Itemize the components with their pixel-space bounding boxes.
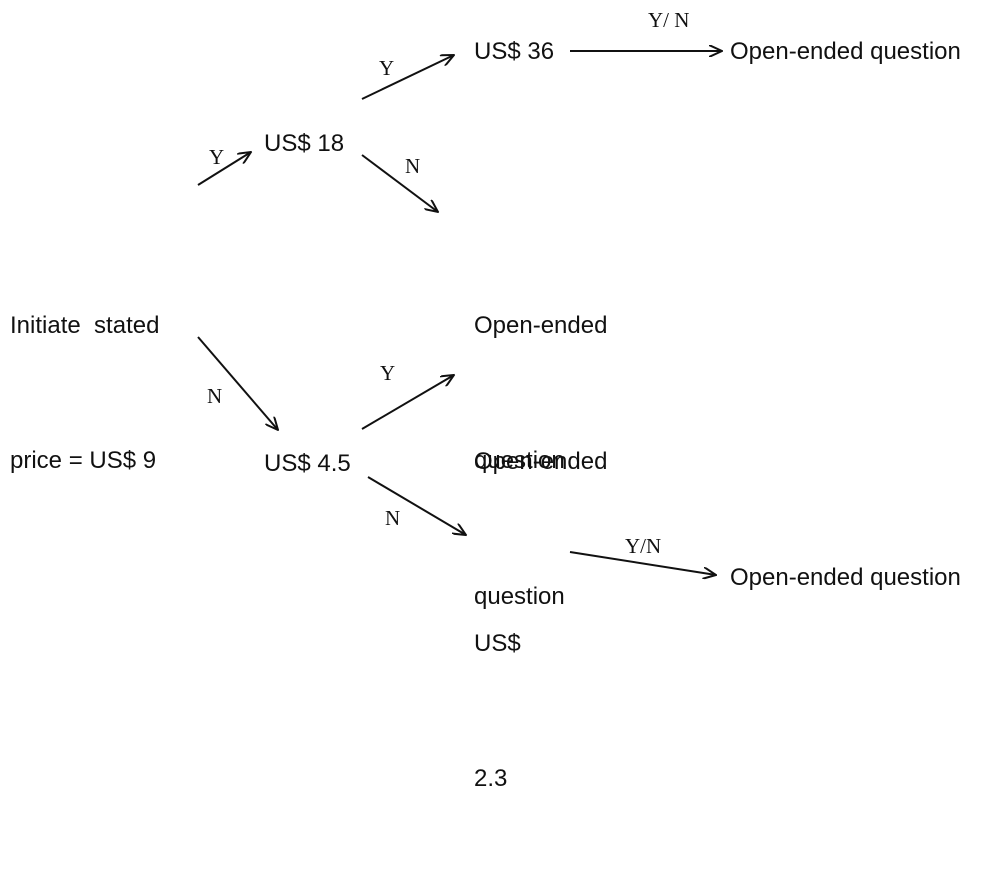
node-us36: US$ 36 (474, 38, 555, 65)
edge-label-low-to-open: Y (380, 361, 396, 385)
arrow-low-to-lower (367, 476, 466, 535)
node-us2-3-line-2: 2.3 (474, 765, 508, 792)
node-open-ended-high-no-line-2: question (474, 447, 565, 474)
node-open-ended-high-no-line-1: Open-ended (474, 312, 608, 339)
arrow-lower-to-open (569, 551, 716, 575)
arrow-initial-to-high (197, 152, 251, 186)
arrow-initial-to-low (197, 336, 278, 430)
node-open-ended-bottom: Open-ended question (730, 564, 961, 591)
node-initial-price: Initiate stated price = US$ 9 (10, 213, 159, 573)
edge-label-lower-to-open: Y/N (625, 534, 662, 558)
edge-label-higher-to-open: Y/ N (648, 8, 690, 32)
edge-label-initial-to-high: Y (209, 145, 225, 169)
node-initial-line-1: Initiate stated (10, 312, 160, 339)
node-open-ended-low-yes-line-2: question (474, 583, 565, 610)
edge-label-high-to-higher: Y (379, 56, 395, 80)
node-open-ended-top: Open-ended question (730, 38, 961, 65)
node-open-ended-low-yes-line-1: Open-ended (474, 448, 608, 475)
edge-label-high-to-open: N (405, 154, 421, 178)
arrow-high-to-open (361, 154, 438, 212)
arrow-low-to-open (361, 375, 454, 430)
node-us18: US$ 18 (264, 130, 345, 157)
node-us2-3: US$ 2.3 (474, 531, 521, 891)
arrows-layer (197, 0, 1000, 632)
node-us2-3-line-1: US$ (474, 630, 521, 657)
node-initial-line-2: price = US$ 9 (10, 447, 157, 474)
node-open-ended-high-no: Open-ended question (474, 213, 607, 573)
flow-diagram: Initiate stated price = US$ 9 US$ 18 US$… (10, 0, 1000, 792)
edge-label-low-to-lower: N (385, 506, 401, 530)
node-us4-5: US$ 4.5 (264, 450, 351, 477)
arrow-high-to-higher (361, 55, 454, 100)
node-open-ended-low-yes: Open-ended question (474, 349, 607, 709)
edge-label-initial-to-low: N (207, 384, 223, 408)
